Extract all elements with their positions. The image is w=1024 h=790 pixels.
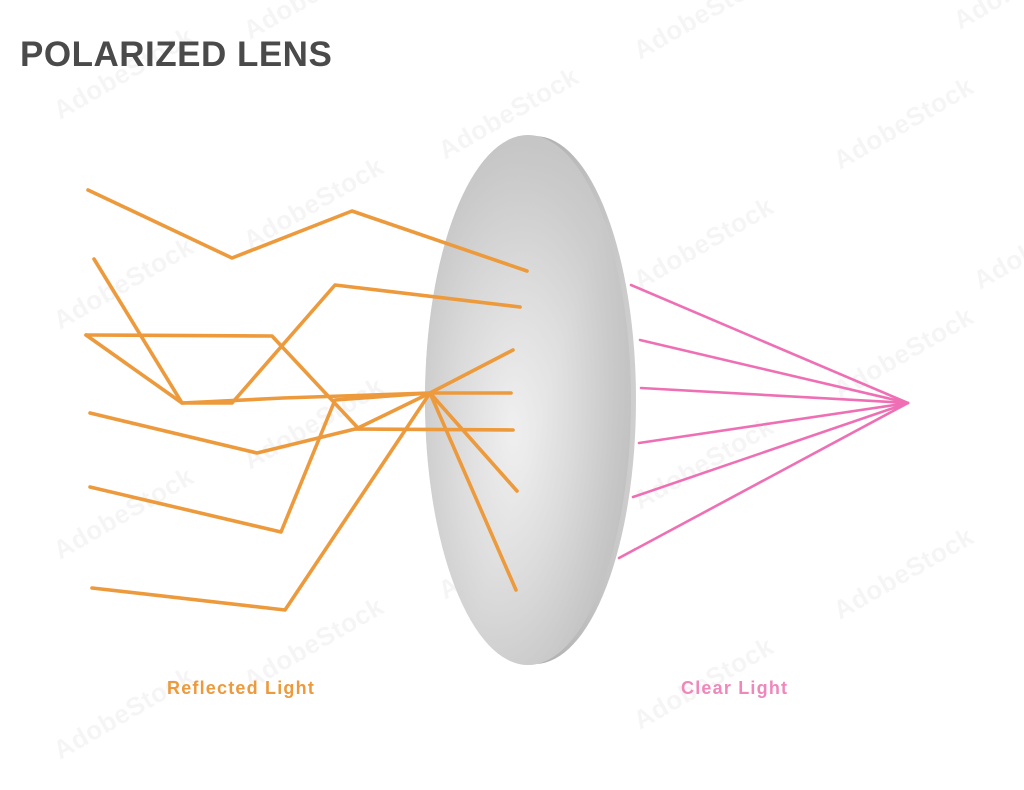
reflected-ray-2 bbox=[92, 257, 522, 405]
clear-ray-5 bbox=[631, 401, 910, 499]
clear-ray-2 bbox=[638, 338, 910, 405]
reflected-light-label: Reflected Light bbox=[167, 678, 315, 698]
lens-sheen bbox=[425, 135, 631, 665]
reflected-ray-6 bbox=[88, 391, 519, 534]
clear-ray-1 bbox=[629, 283, 910, 405]
clear-ray-6 bbox=[617, 401, 910, 560]
clear-ray-3 bbox=[639, 386, 910, 405]
clear-ray-4 bbox=[637, 401, 910, 445]
clear-light-rays bbox=[617, 283, 910, 560]
reflected-ray-1 bbox=[86, 188, 529, 273]
clear-light-label: Clear Light bbox=[681, 678, 788, 698]
reflected-ray-7 bbox=[90, 391, 518, 612]
page-title: POLARIZED LENS bbox=[20, 35, 332, 74]
reflected-ray-5 bbox=[88, 411, 515, 455]
reflected-ray-3 bbox=[84, 333, 515, 405]
reflected-light-rays bbox=[84, 188, 529, 612]
lens-group bbox=[425, 135, 636, 665]
